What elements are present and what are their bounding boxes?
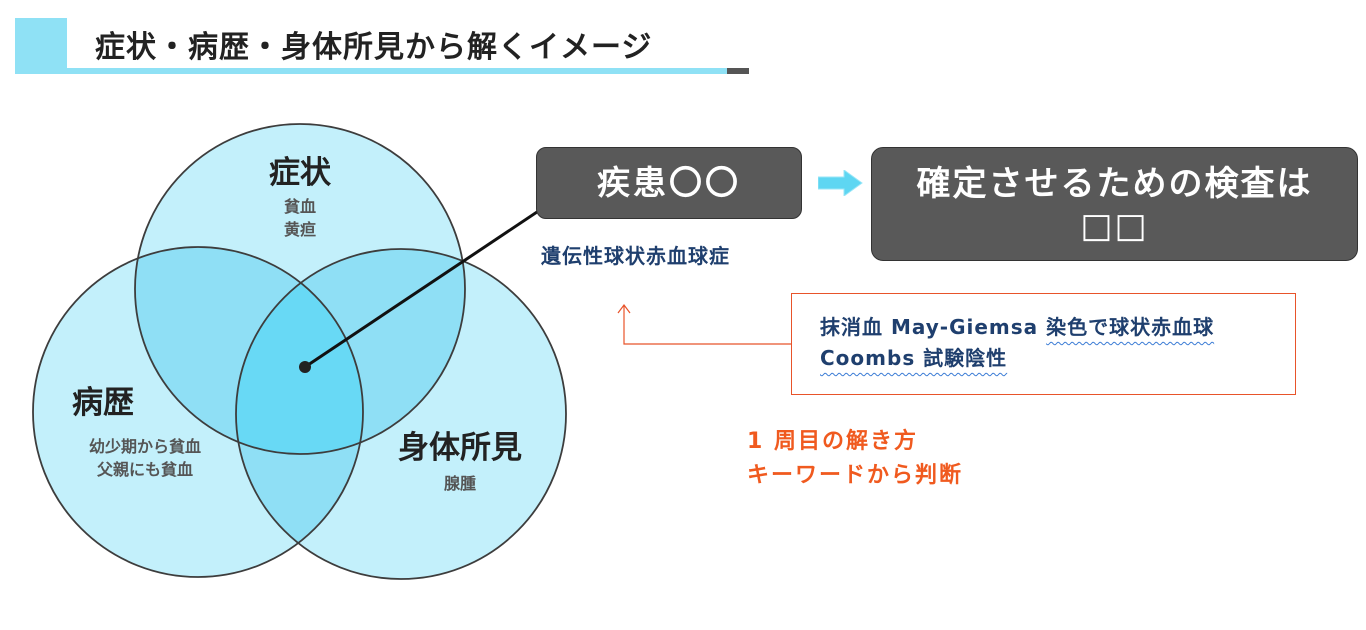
test-placeholder: □□ [1080, 206, 1149, 246]
findings-line-1: 抹消血 May-Giemsa 染色で球状赤血球 [820, 312, 1295, 343]
history-item: 父親にも貧血 [96, 459, 193, 479]
findings-box: 抹消血 May-Giemsa 染色で球状赤血球 Coombs 試験陰性 [791, 293, 1296, 395]
findings-highlight: 染色で球状赤血球 [1046, 315, 1215, 339]
header-underline-tab [727, 68, 749, 74]
findings-line-2: Coombs 試験陰性 [820, 343, 1295, 374]
overlap-center [236, 249, 363, 454]
method-note-line: 1 周目の解き方 [747, 429, 918, 454]
symptoms-item: 黄疸 [283, 219, 316, 239]
page-title: 症状・病歴・身体所見から解くイメージ [95, 30, 653, 65]
symptoms-label-group: 症状 貧血 黄疸 [240, 155, 360, 241]
history-title: 病歴 [72, 385, 134, 421]
history-label-group: 病歴 幼少期から貧血 父親にも貧血 [55, 385, 235, 481]
findings-highlight: Coombs 試験陰性 [820, 346, 1008, 370]
connector-line [304, 206, 544, 369]
outline-physical [235, 248, 567, 580]
slide-header: 症状・病歴・身体所見から解くイメージ [15, 16, 750, 76]
header-underline [67, 68, 732, 74]
confirmatory-test-box: 確定させるための検査は □□ [871, 147, 1358, 261]
findings-prefix: 抹消血 May-Giemsa [820, 315, 1047, 339]
outline-history [32, 246, 364, 578]
history-item: 幼少期から貧血 [88, 437, 201, 457]
method-note: 1 周目の解き方 キーワードから判断 [747, 425, 963, 493]
center-dot [299, 361, 311, 373]
symptoms-title: 症状 [269, 155, 331, 191]
symptoms-item: 貧血 [283, 197, 316, 217]
arrow-right-icon [818, 170, 863, 196]
physical-title: 身体所見 [398, 430, 522, 466]
physical-item: 腺腫 [443, 474, 476, 494]
method-note-line: キーワードから判断 [747, 463, 964, 488]
test-question: 確定させるための検査は [916, 164, 1313, 204]
arrow-up-icon [617, 304, 792, 345]
disease-name: 遺伝性球状赤血球症 [541, 244, 730, 268]
disease-placeholder-box: 疾患〇〇 [536, 147, 802, 219]
physical-label-group: 身体所見 腺腫 [370, 430, 550, 496]
outline-symptoms [134, 123, 466, 455]
header-accent-bar [15, 18, 67, 74]
